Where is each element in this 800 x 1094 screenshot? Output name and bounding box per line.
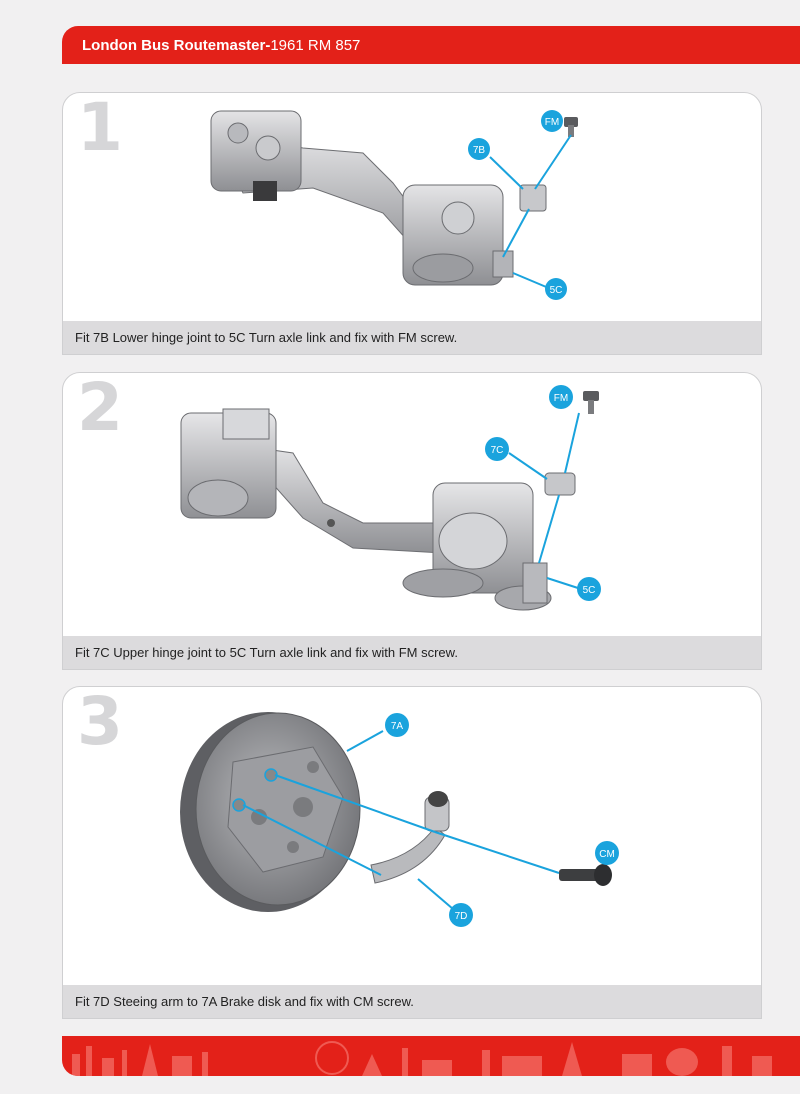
header-title-bold: London Bus Routemaster-	[82, 37, 270, 54]
step-panel-1: FM 7B 5C 1 Fit 7B Lower hinge joint to 5…	[62, 92, 762, 355]
callout-cm: CM	[595, 841, 619, 865]
footer-skyline-banner	[62, 1036, 800, 1076]
svg-text:CM: CM	[599, 849, 615, 860]
step-panel-3: 7A CM 7D 3 Fit 7D Steeing arm to 7A Brak…	[62, 686, 762, 1019]
page-header: London Bus Routemaster- 1961 RM 857	[62, 26, 800, 64]
callout-7a: 7A	[385, 713, 409, 737]
step-caption: Fit 7C Upper hinge joint to 5C Turn axle…	[63, 636, 761, 669]
svg-text:7B: 7B	[473, 145, 486, 156]
svg-text:7A: 7A	[391, 721, 404, 732]
step-caption: Fit 7D Steeing arm to 7A Brake disk and …	[63, 985, 761, 1018]
callout-7b: 7B	[468, 138, 490, 160]
callout-fm: FM	[541, 110, 563, 132]
callout-7c: 7C	[485, 437, 509, 461]
step-number: 2	[77, 375, 123, 441]
svg-text:FM: FM	[554, 393, 568, 404]
step-number: 3	[77, 689, 123, 755]
step-number: 1	[77, 95, 123, 161]
callout-fm: FM	[549, 385, 573, 409]
step-1-illustration: FM 7B 5C	[63, 93, 762, 323]
step-2-illustration: FM 7C 5C	[63, 373, 762, 638]
svg-text:7C: 7C	[491, 445, 504, 456]
step-caption: Fit 7B Lower hinge joint to 5C Turn axle…	[63, 321, 761, 354]
header-title-model: 1961 RM 857	[270, 37, 360, 54]
svg-text:5C: 5C	[550, 285, 563, 296]
svg-text:5C: 5C	[583, 585, 596, 596]
step-panel-2: FM 7C 5C 2 Fit 7C Upper hinge joint to 5…	[62, 372, 762, 670]
callout-7d: 7D	[449, 903, 473, 927]
step-3-illustration: 7A CM 7D	[63, 687, 762, 987]
svg-text:FM: FM	[545, 117, 559, 128]
callout-5c: 5C	[577, 577, 601, 601]
svg-text:7D: 7D	[455, 911, 468, 922]
london-skyline-icon	[62, 1036, 800, 1076]
callout-5c: 5C	[545, 278, 567, 300]
